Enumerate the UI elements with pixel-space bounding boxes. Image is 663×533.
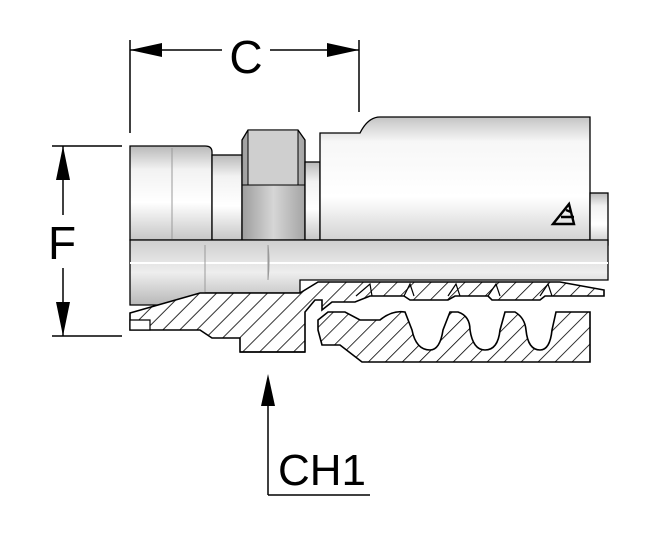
insert-tail [589,192,609,246]
dimension-c: C [129,31,360,133]
ferrule-sleeve [319,116,591,241]
f-arrow-top-icon [56,146,70,180]
seal-ring [129,319,151,331]
dimension-ch1: CH1 [261,374,370,496]
fitting-exterior [129,116,609,246]
c-arrow-right-icon [327,43,359,57]
collar [304,161,321,241]
swivel-nut [129,145,213,241]
f-arrow-bottom-icon [56,302,70,336]
dimension-label-c: C [229,31,262,83]
bore-band [129,239,609,306]
nut-section [129,281,605,353]
dimension-label-ch1: CH1 [278,446,366,495]
dimension-f: F [48,145,122,337]
neck [211,154,243,241]
brand-mark-icon [550,201,576,226]
c-arrow-left-icon [130,43,162,57]
ch1-arrow-icon [261,374,275,406]
dimension-label-f: F [48,217,76,269]
fitting-section [129,281,605,363]
ferrule-section [317,310,591,363]
